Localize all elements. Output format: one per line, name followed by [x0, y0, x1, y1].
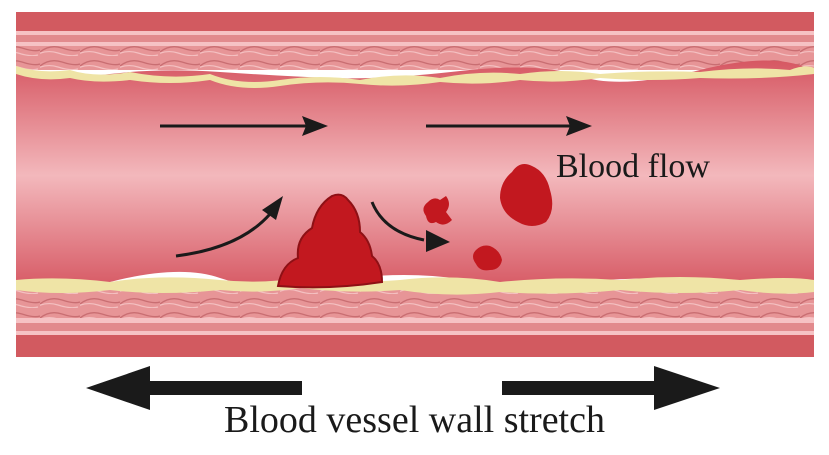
lower-plaque — [16, 277, 814, 295]
clot-fragment-large — [500, 164, 553, 226]
flow-arrow-icon — [160, 116, 328, 136]
curved-arrow-icon — [175, 196, 283, 258]
vessel-lumen — [16, 60, 814, 291]
clot-fragment-medium — [473, 245, 502, 271]
wall-stretch-label: Blood vessel wall stretch — [224, 399, 605, 441]
blood-flow-label: Blood flow — [556, 148, 710, 185]
lower-vessel-wall — [16, 288, 814, 357]
upper-vessel-wall — [16, 12, 814, 70]
flow-arrow-icon — [426, 116, 592, 136]
clot-fragment-small — [423, 196, 452, 225]
curved-arrow-icon — [370, 201, 450, 252]
double-headed-arrow-icon — [86, 366, 720, 410]
upper-plaque — [16, 66, 814, 88]
blood-clot — [276, 193, 384, 289]
